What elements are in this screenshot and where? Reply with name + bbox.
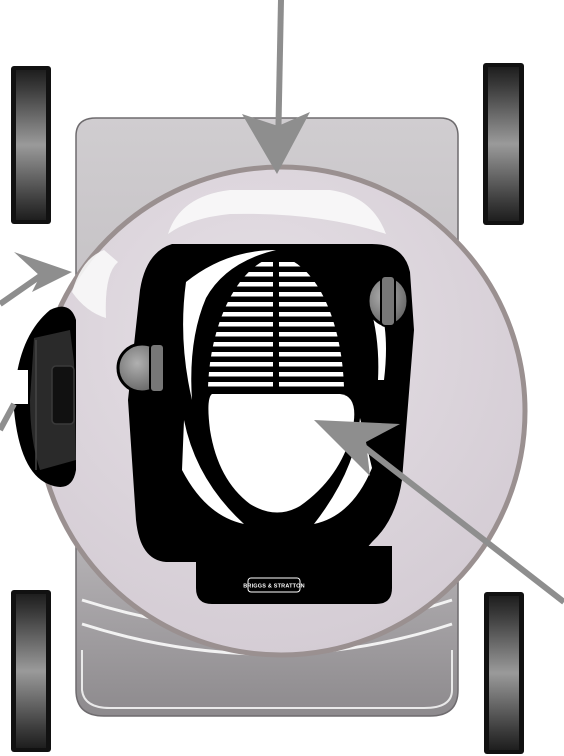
wheel-rear-left — [11, 590, 51, 752]
brand-logo-text: BRIGGS & STRATTON — [243, 584, 305, 590]
brand-logo: BRIGGS & STRATTON — [243, 578, 305, 592]
oil-cap — [368, 276, 408, 326]
fuel-cap — [118, 344, 166, 392]
wheel-front-left — [11, 66, 51, 224]
wheel-front-right — [483, 63, 524, 225]
left-lower-callout-arrow — [0, 404, 14, 430]
left-upper-callout-arrow — [0, 252, 72, 304]
wheel-rear-right — [484, 592, 524, 754]
side-discharge-cover — [14, 307, 76, 487]
